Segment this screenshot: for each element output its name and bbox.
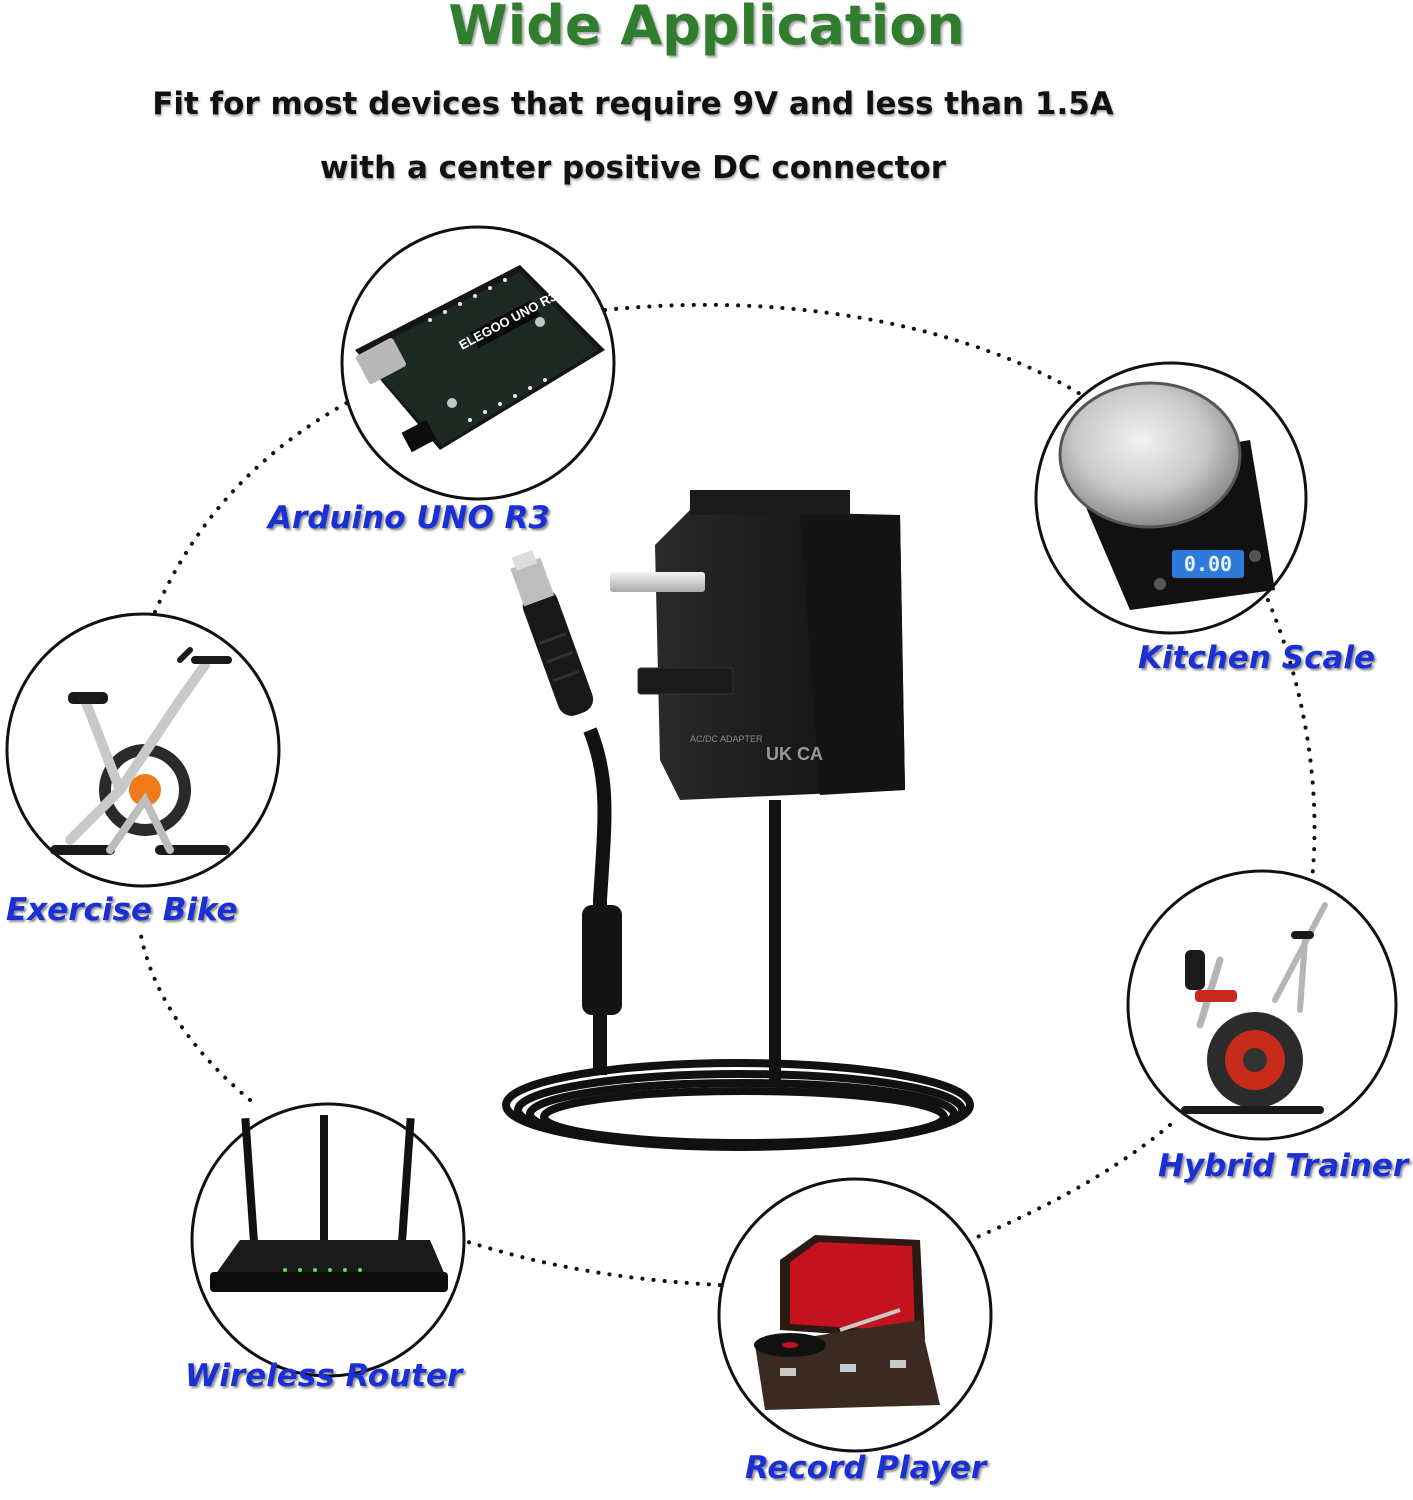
hybrid-trainer-image	[1181, 902, 1328, 1114]
label-arduino-uno-r3: Arduino UNO R3	[268, 500, 551, 536]
circle-hybrid-trainer	[1126, 869, 1398, 1141]
arduino-board-image: ELEGOO UNO R3	[355, 265, 605, 453]
page-title: Wide Application	[448, 0, 965, 57]
label-record-player: Record Player	[745, 1450, 987, 1486]
record-player-image	[754, 1235, 940, 1410]
label-kitchen-scale: Kitchen Scale	[1138, 640, 1376, 676]
adapter-certification-text: UK CA	[766, 744, 823, 764]
adapter-marking-text: AC/DC ADAPTER	[690, 734, 763, 744]
subtitle-line-1: Fit for most devices that require 9V and…	[152, 86, 1114, 122]
subtitle-line-2: with a center positive DC connector	[320, 150, 946, 186]
label-exercise-bike: Exercise Bike	[6, 892, 238, 928]
label-wireless-router: Wireless Router	[185, 1358, 463, 1394]
scale-display-text: 0.00	[1184, 552, 1232, 576]
label-hybrid-trainer: Hybrid Trainer	[1158, 1148, 1409, 1184]
power-adapter-image: AC/DC ADAPTER UK CA	[502, 490, 974, 1151]
dotted-connector-ring	[138, 302, 1317, 1287]
kitchen-scale-image: 0.00	[1058, 381, 1275, 610]
wireless-router-image	[210, 1115, 448, 1292]
exercise-bike-image	[50, 647, 232, 855]
